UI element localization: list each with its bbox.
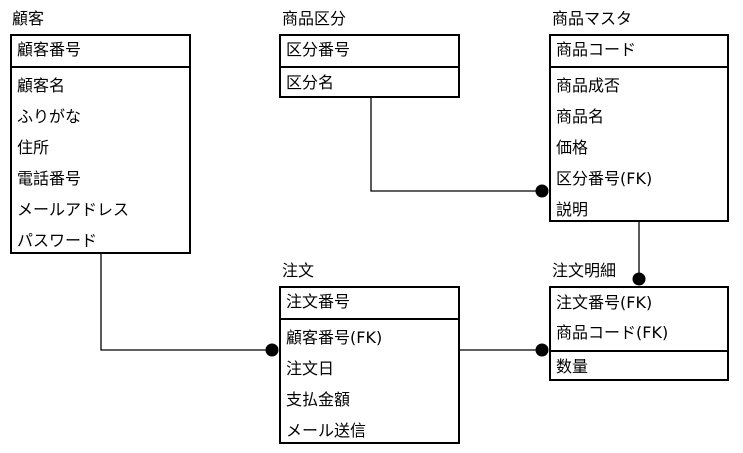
- entity-category-keys: 区分番号: [281, 36, 458, 68]
- entity-product: 商品コード 商品成否 商品名 価格 区分番号(FK) 説明: [549, 34, 729, 222]
- entity-order-keys: 注文番号: [281, 288, 458, 320]
- entity-attribute: 区分番号(FK): [556, 169, 653, 188]
- entity-attribute: 注文日: [286, 359, 335, 378]
- entity-attribute: パスワード: [17, 231, 98, 250]
- relationship-category-product: [370, 98, 542, 192]
- entity-attribute: ふりがな: [17, 107, 82, 126]
- many-end-dot-product: [535, 184, 549, 198]
- entity-attribute: 数量: [556, 357, 589, 376]
- entity-attribute: 顧客番号(FK): [286, 328, 383, 347]
- entity-title-customer: 顧客: [12, 9, 45, 28]
- entity-attribute: 住所: [17, 138, 50, 157]
- entity-order-attributes: 顧客番号(FK) 注文日 支払金額 メール送信: [281, 320, 458, 446]
- entity-product-keys: 商品コード: [551, 36, 727, 68]
- entity-attribute: 説明: [556, 200, 589, 219]
- entity-category: 区分番号 区分名: [279, 34, 460, 98]
- entity-order: 注文番号 顧客番号(FK) 注文日 支払金額 メール送信: [279, 286, 460, 444]
- entity-attribute: メールアドレス: [17, 200, 130, 219]
- entity-attribute: 商品コード(FK): [556, 323, 669, 342]
- many-end-dot-order: [265, 343, 279, 357]
- entity-category-attributes: 区分名: [281, 68, 458, 98]
- entity-product-attributes: 商品成否 商品名 価格 区分番号(FK) 説明: [551, 68, 727, 225]
- entity-attribute: 顧客名: [17, 76, 66, 95]
- entity-customer-keys: 顧客番号: [12, 36, 189, 68]
- entity-attribute: 商品コード: [556, 40, 637, 59]
- entity-attribute: 注文番号: [286, 292, 351, 311]
- entity-customer-attributes: 顧客名 ふりがな 住所 電話番号 メールアドレス パスワード: [12, 68, 189, 256]
- entity-attribute: 商品成否: [556, 76, 621, 95]
- entity-order-detail: 注文番号(FK) 商品コード(FK) 数量: [549, 286, 729, 381]
- entity-attribute: 電話番号: [17, 169, 82, 188]
- entity-attribute: 商品名: [556, 107, 605, 126]
- relationship-customer-order: [100, 254, 272, 351]
- many-end-dot-orderdetail-left: [535, 343, 549, 357]
- entity-attribute: 支払金額: [286, 390, 351, 409]
- entity-attribute: 顧客番号: [17, 40, 82, 59]
- entity-customer: 顧客番号 顧客名 ふりがな 住所 電話番号 メールアドレス パスワード: [10, 34, 191, 254]
- entity-attribute: 区分番号: [286, 40, 351, 59]
- many-end-dot-orderdetail-top: [632, 272, 646, 286]
- entity-title-order-detail: 注文明細: [552, 261, 617, 280]
- entity-attribute: 区分名: [286, 73, 335, 92]
- entity-attribute: メール送信: [286, 421, 367, 440]
- entity-order-detail-attributes: 数量: [551, 352, 727, 381]
- entity-title-category: 商品区分: [282, 9, 347, 28]
- entity-attribute: 注文番号(FK): [556, 293, 653, 312]
- entity-order-detail-keys: 注文番号(FK) 商品コード(FK): [551, 288, 727, 352]
- entity-title-product: 商品マスタ: [552, 9, 633, 28]
- entity-title-order: 注文: [282, 261, 315, 280]
- entity-attribute: 価格: [556, 138, 589, 157]
